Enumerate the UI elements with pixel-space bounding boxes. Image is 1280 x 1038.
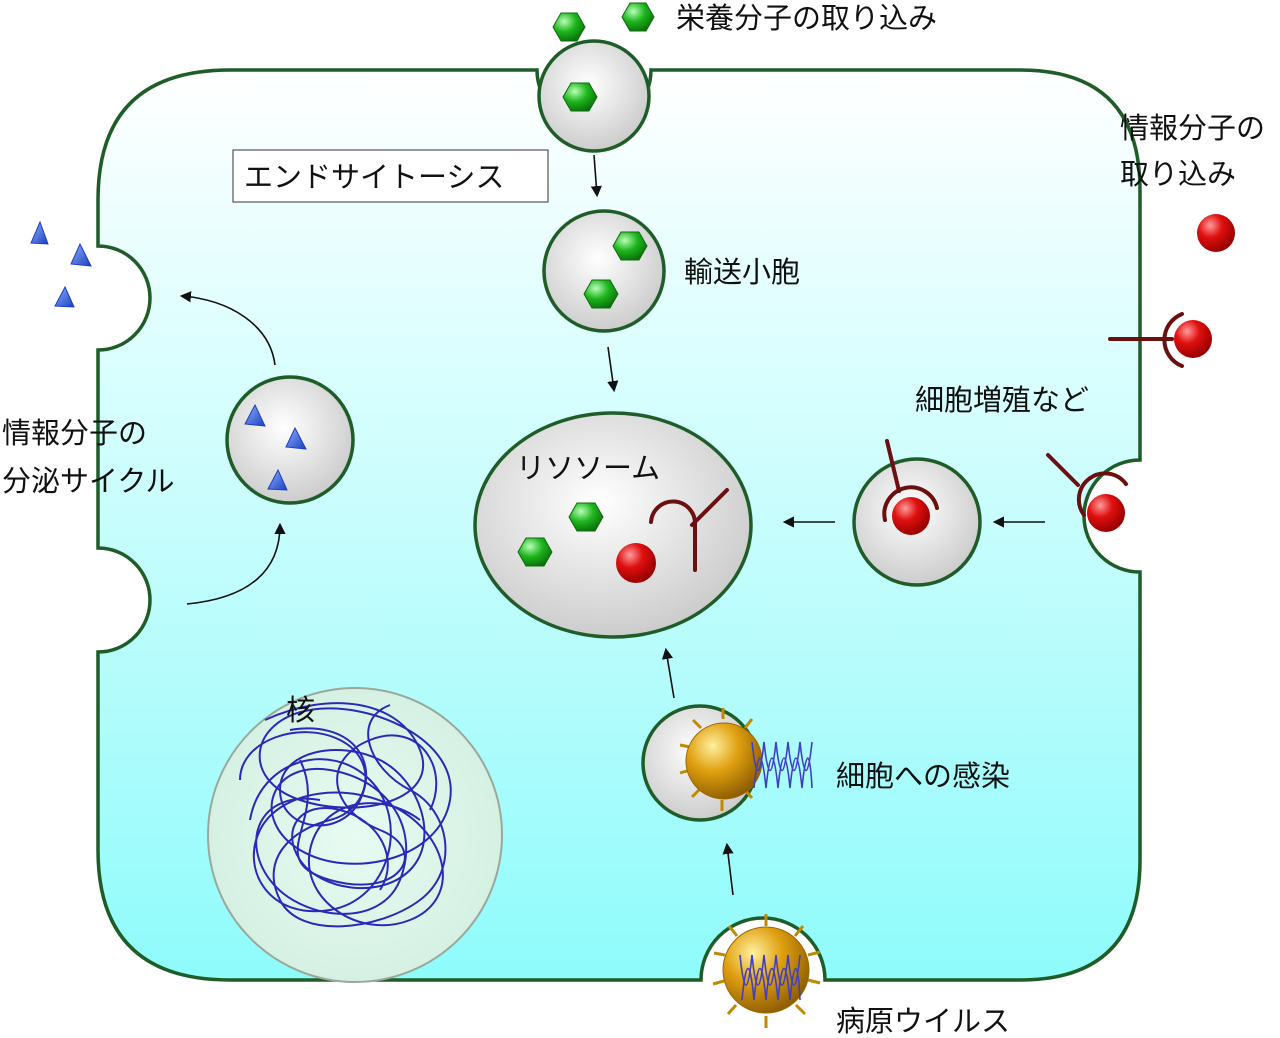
info-molecules xyxy=(616,214,1235,583)
green-hexagon-icon xyxy=(562,82,598,112)
arrow-curved xyxy=(186,522,286,605)
red-sphere-icon xyxy=(1197,214,1235,252)
infection-label: 細胞への感染 xyxy=(836,759,1010,793)
viral-genome-icon xyxy=(739,954,801,1001)
blue-triangle-icon xyxy=(267,468,288,491)
pathogen-virus xyxy=(712,914,821,1028)
receptor-hook-icon xyxy=(649,488,729,572)
secretion-label-line2: 分泌サイクル xyxy=(2,464,175,498)
receptor-hook-icon xyxy=(1108,312,1184,368)
arrow-down xyxy=(607,346,619,393)
green-hexagon-icon xyxy=(517,537,553,567)
arrow-up xyxy=(722,842,734,896)
green-hexagon-icon xyxy=(621,2,655,32)
cell-proliferation-label: 細胞増殖など xyxy=(915,383,1089,417)
secretion-label-line1: 情報分子の xyxy=(2,416,147,450)
endocytosis-label: エンドサイトーシス xyxy=(244,160,504,194)
receptor-hook-icon xyxy=(882,439,939,522)
red-sphere-icon xyxy=(616,543,656,583)
receptor-hook-icon xyxy=(1046,453,1128,517)
lysosome-label: リソソーム xyxy=(516,451,660,485)
red-sphere-icon xyxy=(1174,320,1212,358)
virus-label: 病原ウイルス xyxy=(836,1004,1010,1038)
red-sphere-icon xyxy=(1087,494,1125,532)
lysosome xyxy=(473,411,753,639)
arrow-up xyxy=(661,647,675,699)
green-hexagon-icon xyxy=(552,12,586,42)
receptors xyxy=(649,312,1184,572)
nutrient-molecules xyxy=(517,2,655,567)
info-uptake-label-line1: 情報分子の xyxy=(1120,111,1265,145)
nucleus xyxy=(207,687,503,983)
transport-vesicle-label: 輸送小胞 xyxy=(684,255,800,289)
red-sphere-icon xyxy=(892,497,930,535)
secreted-molecules xyxy=(30,220,307,491)
green-hexagon-icon xyxy=(583,279,619,309)
viral-genome-icon xyxy=(751,741,813,789)
info-uptake-label-line2: 取り込み xyxy=(1120,157,1236,191)
endocytosis-label-box xyxy=(232,149,549,203)
transport-vesicle xyxy=(542,209,666,333)
virus-in-vesicle xyxy=(679,708,813,811)
blue-triangle-icon xyxy=(30,220,49,245)
green-hexagon-icon xyxy=(568,502,604,532)
arrow-down xyxy=(590,154,602,198)
blue-triangle-icon xyxy=(285,426,307,450)
green-hexagon-icon xyxy=(612,231,648,261)
nutrient-uptake-label: 栄養分子の取り込み xyxy=(676,1,937,35)
virus-icon xyxy=(685,722,763,800)
blue-triangle-icon xyxy=(244,403,266,427)
arrow-curved xyxy=(179,291,276,366)
nucleus-label: 核 xyxy=(286,693,315,727)
blue-triangle-icon xyxy=(54,285,75,308)
blue-triangle-icon xyxy=(70,242,92,267)
pathway-arrows xyxy=(179,154,1045,896)
dna-tangle-icon xyxy=(239,702,452,928)
